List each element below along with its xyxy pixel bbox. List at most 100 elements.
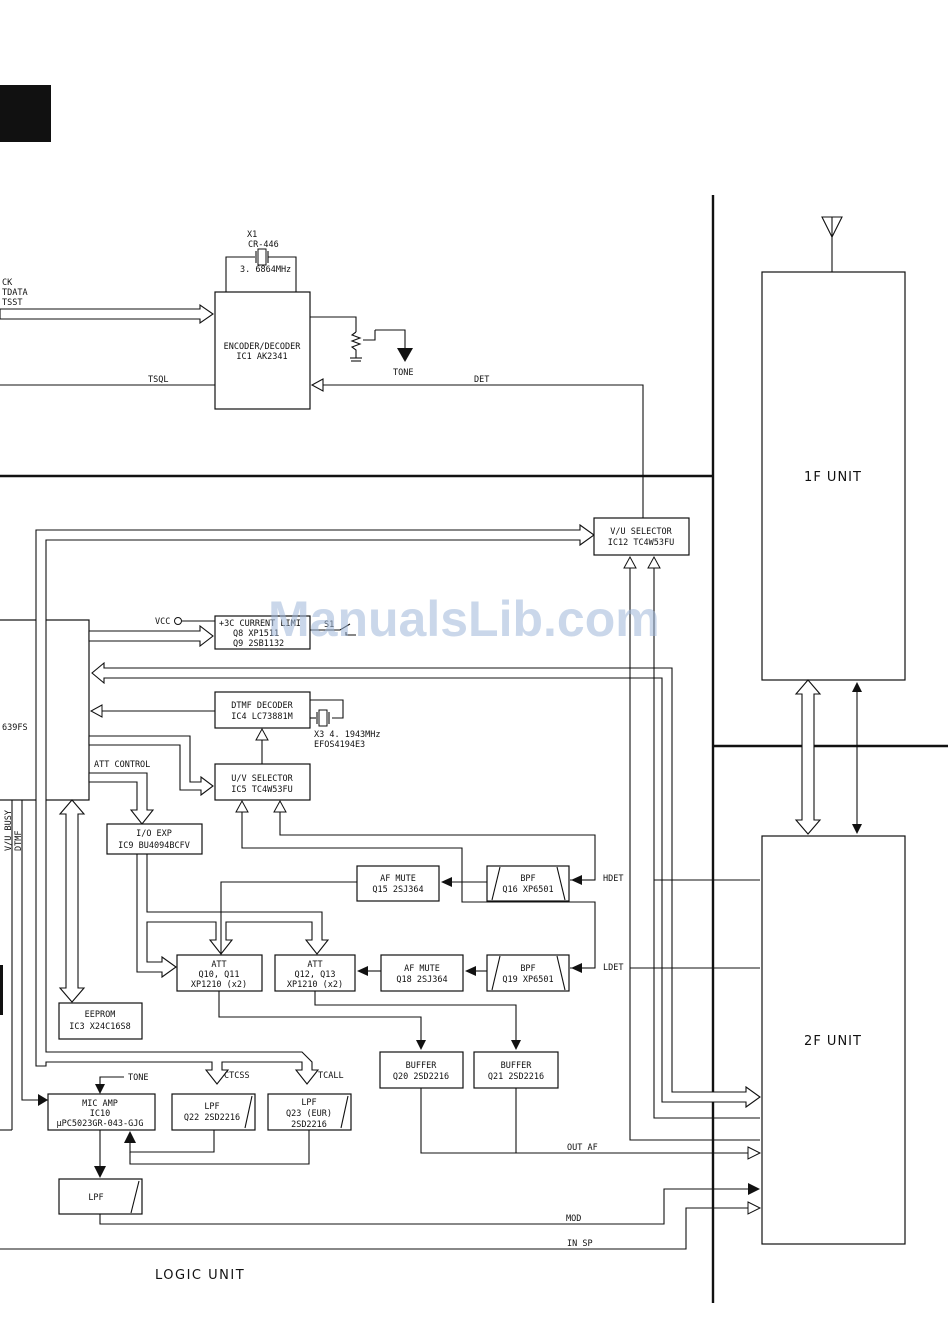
svg-text:Q16 XP6501: Q16 XP6501: [502, 885, 553, 895]
svg-text:+3C CURRENT LIMI: +3C CURRENT LIMI: [219, 619, 301, 629]
svg-text:S1: S1: [324, 620, 334, 630]
arrow-bpf1-mute1: [441, 877, 452, 887]
svg-text:LPF: LPF: [88, 1193, 103, 1203]
svg-text:BUFFER: BUFFER: [406, 1061, 438, 1071]
offpage-marker: [0, 965, 3, 1015]
arrow-hdet-bpf1: [571, 875, 582, 885]
signal-ldet: LDET: [603, 963, 623, 973]
lpf-3-block: LPF: [58, 1178, 143, 1215]
svg-text:BUFFER: BUFFER: [501, 1061, 533, 1071]
cpu-part-number: 639FS: [2, 723, 28, 733]
vu-selector-line-2: [653, 568, 760, 1119]
svg-text:ENCODER/DECODER: ENCODER/DECODER: [224, 342, 302, 352]
svg-text:LPF: LPF: [301, 1098, 316, 1108]
signal-ck: CK: [2, 278, 13, 288]
signal-mod: MOD: [566, 1214, 581, 1224]
bus-2f-cpu: [91, 661, 761, 1109]
arrow-mute2-att2: [357, 966, 368, 976]
arrow-mic-in: [38, 1094, 48, 1106]
svg-text:BPF: BPF: [520, 964, 535, 974]
svg-text:Q8 XP1511: Q8 XP1511: [233, 629, 279, 639]
bpf-2-slope-l: [491, 955, 501, 991]
antenna-icon: [821, 216, 843, 272]
signal-tdata: TDATA: [2, 288, 28, 298]
svg-text:Q23 (EUR): Q23 (EUR): [286, 1109, 332, 1119]
signal-tsst: TSST: [2, 298, 22, 308]
signal-tcall: TCALL: [318, 1071, 344, 1081]
svg-text:X3 4. 1943MHz: X3 4. 1943MHz: [314, 730, 381, 740]
arrow-buffer2: [511, 1040, 521, 1050]
bus-eeprom: [58, 799, 86, 1003]
lpf1-to-mic: [129, 1130, 215, 1153]
x1-part: CR-446: [248, 240, 279, 250]
svg-text:Q12, Q13: Q12, Q13: [295, 970, 336, 980]
unit-1f: 1F UNIT: [761, 271, 906, 681]
arrow-tone-in: [95, 1084, 105, 1094]
svg-text:ATT: ATT: [211, 960, 226, 970]
bpf-1-slope-r: [556, 866, 566, 901]
arrow-uv-dtmf: [255, 727, 269, 741]
svg-text:2F UNIT: 2F UNIT: [804, 1034, 862, 1049]
arrow-uv-2: [273, 799, 287, 813]
crystal-x1: X1 CR-446 3. 6864MHz: [225, 230, 297, 292]
signal-ctcss: CTCSS: [224, 1071, 250, 1081]
svg-text:2SD2216: 2SD2216: [291, 1120, 327, 1130]
svg-text:Q21 2SD2216: Q21 2SD2216: [488, 1072, 544, 1082]
bus-main-loop: [35, 523, 595, 1085]
svg-text:AF MUTE: AF MUTE: [404, 964, 440, 974]
af-mute-2-block: AF MUTE Q18 2SJ364: [380, 954, 464, 992]
mic-amp-block: MIC AMP IC10 µPC5023GR-043-GJG: [47, 1093, 156, 1131]
svg-text:EEPROM: EEPROM: [85, 1010, 116, 1020]
arrow-uv-1: [235, 799, 249, 813]
arrow-dtmf-cpu: [89, 704, 103, 718]
svg-text:AF MUTE: AF MUTE: [380, 874, 416, 884]
bpf-1-slope-l: [491, 866, 501, 901]
lpf-1-block: LPF Q22 2SD2216: [171, 1093, 256, 1131]
svg-text:EFOS4194E3: EFOS4194E3: [314, 740, 365, 750]
svg-text:I/O EXP: I/O EXP: [136, 829, 172, 839]
svg-text:BPF: BPF: [520, 874, 535, 884]
svg-text:LPF: LPF: [204, 1102, 219, 1112]
arrow-vu-2: [647, 555, 661, 569]
bus-ioexp-att: [136, 853, 330, 979]
svg-text:Q18 2SJ364: Q18 2SJ364: [396, 975, 447, 985]
af-mute-1-block: AF MUTE Q15 2SJ364: [356, 865, 440, 902]
arrow-out-af: [747, 1146, 762, 1160]
att2-to-buffer2: [314, 991, 517, 1042]
vu-selector-block: V/U SELECTOR IC12 TC4W53FU: [593, 517, 690, 556]
svg-text:IC5 TC4W53FU: IC5 TC4W53FU: [231, 785, 292, 795]
encoder-decoder-block: ENCODER/DECODER IC1 AK2341: [214, 291, 311, 410]
bpf-1-block: BPF Q16 XP6501: [486, 865, 570, 902]
svg-text:Q20 2SD2216: Q20 2SD2216: [393, 1072, 449, 1082]
det-line: [322, 384, 644, 518]
signal-tone-out: TONE: [393, 368, 413, 378]
signal-tsql: TSQL: [148, 375, 168, 385]
signal-out-af: OUT AF: [567, 1143, 598, 1153]
signal-vcc: VCC: [155, 617, 170, 627]
tone-in-line: [99, 1076, 124, 1085]
bus-cpu-uv: [88, 735, 214, 797]
signal-in-sp: IN SP: [567, 1239, 593, 1249]
lpf-1-slope: [244, 1095, 253, 1129]
arrow-to-mic: [124, 1131, 136, 1143]
att1-to-buffer1: [218, 991, 422, 1042]
arrow-buffer1: [416, 1040, 426, 1050]
bus-ck-tdata-tsst: [0, 303, 214, 325]
arrow-bpf2-mute2: [465, 966, 476, 976]
vcc-terminal: [174, 617, 182, 625]
svg-text:U/V SELECTOR: U/V SELECTOR: [231, 774, 293, 784]
dtmf-decoder-block: DTMF DECODER IC4 LC73881M: [214, 691, 311, 729]
svg-text:Q10, Q11: Q10, Q11: [199, 970, 240, 980]
svg-text:IC9 BU4094BCFV: IC9 BU4094BCFV: [118, 841, 190, 851]
signal-vu-busy: V/U BUSY: [4, 810, 14, 851]
x1-freq: 3. 6864MHz: [240, 265, 291, 275]
svg-text:MIC AMP: MIC AMP: [82, 1099, 118, 1109]
signal-det: DET: [474, 375, 489, 385]
svg-text:XP1210 (x2): XP1210 (x2): [191, 980, 247, 990]
att-1-block: ATT Q10, Q11 XP1210 (x2): [176, 954, 263, 992]
logic-unit-label: LOGIC UNIT: [155, 1268, 245, 1283]
att-2-block: ATT Q12, Q13 XP1210 (x2): [274, 954, 356, 992]
lpf2-to-mic: [129, 1130, 310, 1165]
crystal-x3: X3 4. 1943MHz EFOS4194E3: [310, 699, 381, 750]
